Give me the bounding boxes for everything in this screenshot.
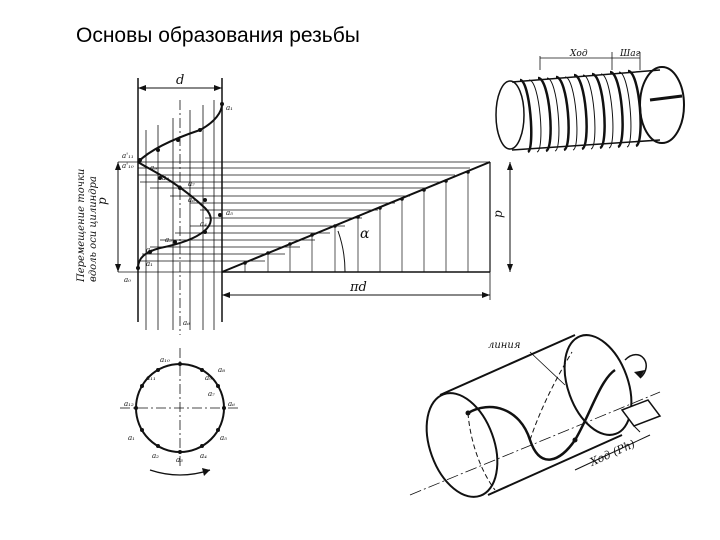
circle-view: a₁₀ a₁₁ a₉ a₈ a₁₂ a₇ a₆ a₁ a₅ a₂ a₃ a₄ <box>120 348 240 476</box>
svg-text:a₃: a₃ <box>176 456 183 464</box>
helix-lead-label: Ход (Ph) <box>587 437 637 469</box>
helix-projection: d <box>76 73 490 335</box>
svg-text:a₁: a₁ <box>128 434 135 442</box>
helix-line-label: линия <box>488 340 520 351</box>
svg-text:a₃: a₃ <box>165 236 172 244</box>
svg-text:a'₁₀: a'₁₀ <box>122 162 134 170</box>
svg-text:a₂: a₂ <box>152 452 159 460</box>
svg-text:a₇: a₇ <box>208 390 215 398</box>
svg-text:a₁: a₁ <box>226 104 233 112</box>
dim-p-left-label: p <box>95 197 109 205</box>
helix-cylinder: линия Ход (Ph) <box>409 334 662 498</box>
svg-text:a₉: a₉ <box>150 164 157 172</box>
dim-d-label: d <box>176 73 184 88</box>
dim-pi-d-label: πd <box>349 280 367 295</box>
svg-text:a₅: a₅ <box>226 209 233 217</box>
svg-text:a₄: a₄ <box>200 452 207 460</box>
axis-caption-line1: Перемещение точки <box>76 169 87 283</box>
svg-text:a₄: a₄ <box>200 220 207 228</box>
svg-text:a₁₂: a₁₂ <box>124 400 134 408</box>
svg-text:a₁₁: a₁₁ <box>146 374 156 382</box>
svg-text:a'₁₁: a'₁₁ <box>122 152 134 160</box>
svg-text:a₈: a₈ <box>218 366 225 374</box>
svg-text:a₇: a₇ <box>188 180 195 188</box>
angle-alpha-label: α <box>360 226 370 242</box>
axis-caption-line2: вдоль оси цилиндра <box>88 176 99 282</box>
dim-p-right-label: p <box>491 210 505 218</box>
svg-text:a₈: a₈ <box>162 174 169 182</box>
slide-title: Основы образования резьбы <box>76 24 360 47</box>
svg-text:a₀: a₀ <box>124 276 131 284</box>
svg-text:a₆: a₆ <box>228 400 235 408</box>
svg-text:a₉: a₉ <box>205 374 212 382</box>
threaded-screw: Ход Шаг <box>495 49 685 154</box>
screw-pitch-label: Шаг <box>619 49 641 59</box>
screw-lead-label: Ход <box>569 49 588 59</box>
svg-text:a₆: a₆ <box>188 196 195 204</box>
svg-text:a₆: a₆ <box>183 319 190 327</box>
svg-text:a₁₀: a₁₀ <box>160 356 170 364</box>
svg-text:a₂: a₂ <box>146 246 153 254</box>
svg-text:a₅: a₅ <box>220 434 227 442</box>
svg-text:a₁: a₁ <box>146 260 153 268</box>
development-triangle: α p πd <box>221 161 513 300</box>
